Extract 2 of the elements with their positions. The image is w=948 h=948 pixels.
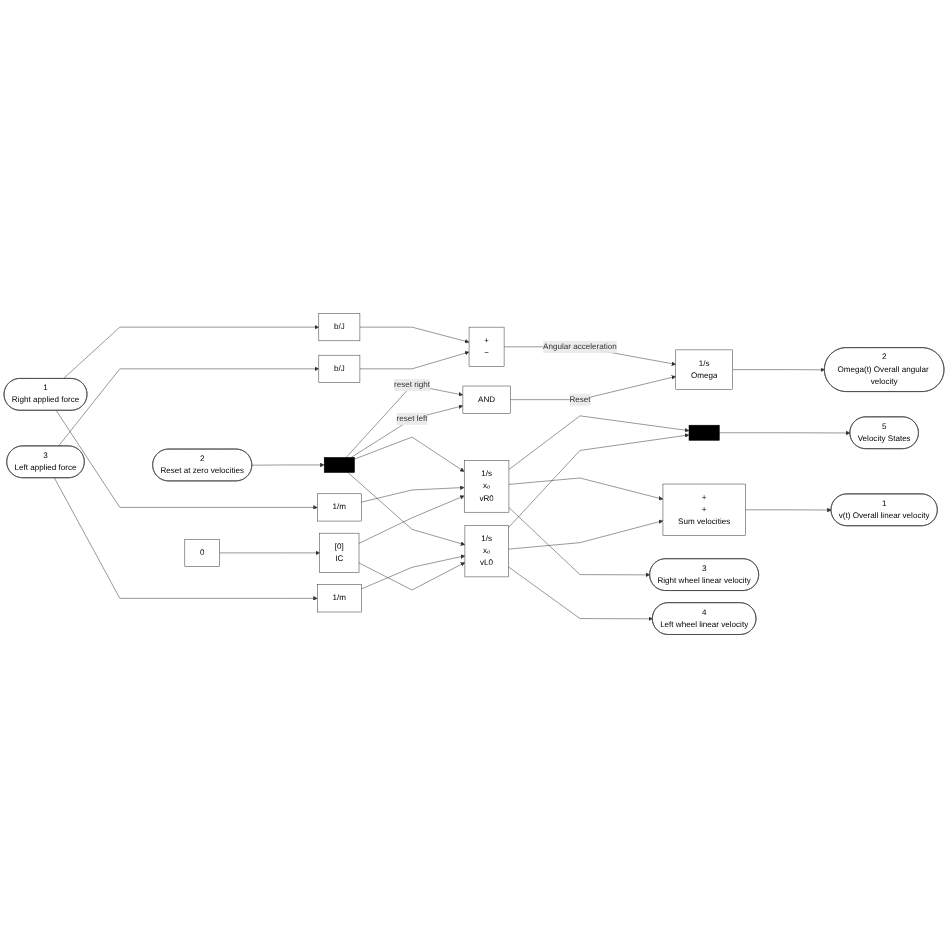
node-bar	[688, 424, 720, 441]
node-bar	[323, 457, 355, 473]
